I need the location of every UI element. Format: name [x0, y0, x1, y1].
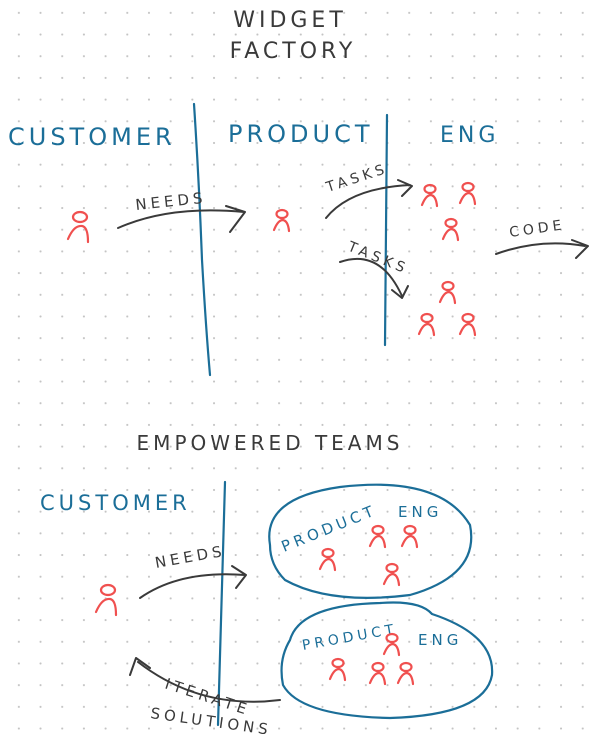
- engineer-person-icon: [368, 524, 387, 549]
- lane-divider-2: [383, 113, 389, 347]
- team-2-eng: ENG: [418, 631, 462, 649]
- lane-eng: ENG: [440, 123, 499, 148]
- team-1-bubble: [268, 483, 473, 599]
- tasks-arrow-2-icon: [339, 257, 409, 299]
- engineer-person-icon: [417, 312, 436, 337]
- product-person-icon: [272, 208, 291, 233]
- engineer-person-icon: [328, 657, 347, 682]
- solutions-label: SOLUTIONS: [149, 704, 272, 739]
- engineer-person-icon: [400, 524, 419, 549]
- code-label: CODE: [508, 217, 566, 241]
- empowered-heading: EMPOWERED TEAMS: [137, 431, 404, 455]
- engineer-person-icon: [420, 183, 439, 208]
- code-arrow-icon: [495, 239, 589, 259]
- needs-arrow-2-icon: [139, 565, 247, 599]
- lane-customer: CUSTOMER: [8, 123, 176, 151]
- engineer-person-icon: [438, 280, 457, 305]
- engineer-person-icon: [458, 181, 477, 206]
- customer-person-icon: [94, 583, 118, 617]
- engineer-person-icon: [368, 661, 387, 686]
- title-widget: WIDGET: [233, 8, 347, 33]
- product-person-icon: [318, 547, 337, 572]
- engineer-person-icon: [441, 217, 460, 242]
- team-1-product: PRODUCT: [279, 501, 380, 556]
- needs-arrow-icon: [117, 205, 246, 233]
- lane-divider-1: [192, 102, 212, 377]
- tasks-label-1: TASKS: [323, 161, 390, 196]
- team-2-bubble: [280, 601, 494, 720]
- lane-product: PRODUCT: [228, 120, 374, 148]
- team-1-eng: ENG: [398, 503, 442, 521]
- engineer-person-icon: [396, 661, 415, 686]
- engineer-person-icon: [382, 562, 401, 587]
- engineer-person-icon: [458, 312, 477, 337]
- needs-label-2: NEEDS: [154, 542, 227, 572]
- tasks-arrow-1-icon: [325, 179, 413, 219]
- customer-label: CUSTOMER: [40, 491, 191, 515]
- team-2-product: PRODUCT: [301, 621, 399, 654]
- title-factory: FACTORY: [230, 39, 357, 64]
- customer-divider: [216, 480, 227, 727]
- iterate-arrow-icon: [129, 657, 281, 703]
- customer-person-icon: [66, 210, 90, 244]
